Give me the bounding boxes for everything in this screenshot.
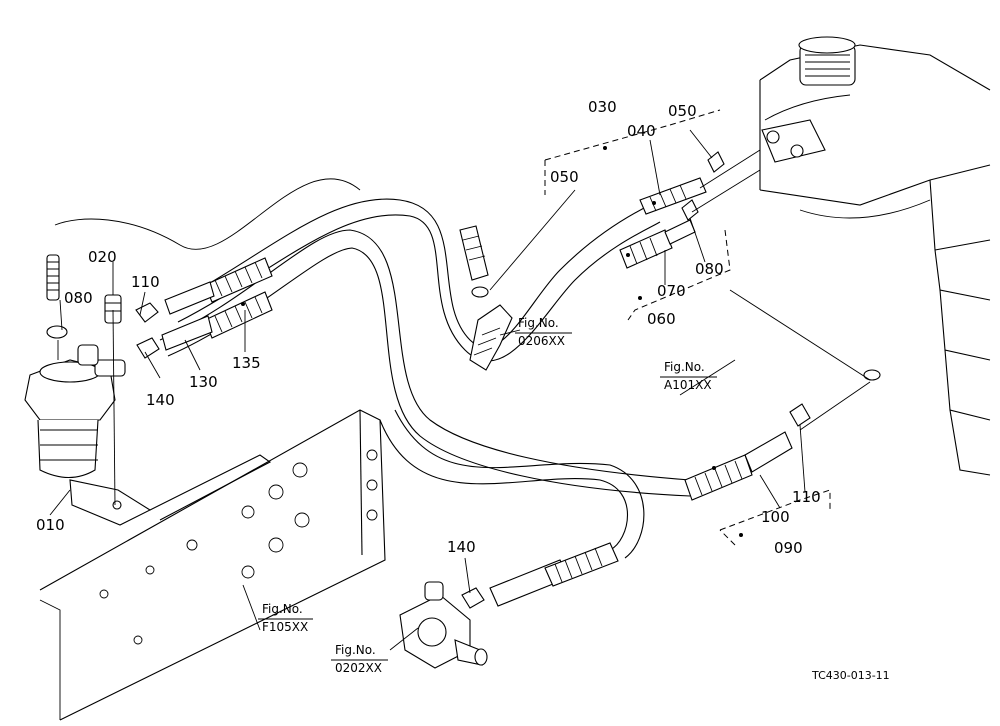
svg-text:F105XX: F105XX xyxy=(262,620,308,634)
callout-060: 060 xyxy=(647,310,676,328)
callout-135: 135 xyxy=(232,354,261,372)
fuel-hoses xyxy=(54,178,691,559)
callout-110-right: 110 xyxy=(792,488,821,506)
fuel-filter xyxy=(24,344,152,526)
callout-010: 010 xyxy=(36,516,65,534)
fig-ref-a101: Fig.No. A101XX xyxy=(660,360,717,392)
part-callouts: 010 020 030 040 050 050 060 070 080 080 … xyxy=(36,98,821,557)
svg-text:0206XX: 0206XX xyxy=(518,334,565,348)
callout-050-upper: 050 xyxy=(668,102,697,120)
svg-text:Fig.No.: Fig.No. xyxy=(262,602,303,616)
tractor-frame xyxy=(39,409,386,721)
leader-lines xyxy=(49,109,871,651)
callout-100: 100 xyxy=(761,508,790,526)
svg-text:0202XX: 0202XX xyxy=(335,661,382,675)
callout-090: 090 xyxy=(774,539,803,557)
svg-text:Fig.No.: Fig.No. xyxy=(518,316,559,330)
callout-040: 040 xyxy=(627,122,656,140)
callout-110-left: 110 xyxy=(131,273,160,291)
fig-ref-0206: Fig.No. 0206XX xyxy=(515,316,572,348)
callout-080-left: 080 xyxy=(64,289,93,307)
svg-text:Fig.No.: Fig.No. xyxy=(335,643,376,657)
callout-080-right: 080 xyxy=(695,260,724,278)
hose-fittings xyxy=(46,151,881,669)
fuel-tank xyxy=(759,36,991,476)
callout-070: 070 xyxy=(657,282,686,300)
callout-140-left: 140 xyxy=(146,391,175,409)
svg-text:A101XX: A101XX xyxy=(664,378,712,392)
figure-references: Fig.No. 0206XX Fig.No. A101XX Fig.No. F1… xyxy=(258,316,717,675)
callout-020: 020 xyxy=(88,248,117,266)
callout-030: 030 xyxy=(588,98,617,116)
drawing-code: TC430-013-11 xyxy=(811,669,890,682)
svg-text:Fig.No.: Fig.No. xyxy=(664,360,705,374)
fig-ref-0202: Fig.No. 0202XX xyxy=(331,643,388,675)
callout-050-left: 050 xyxy=(550,168,579,186)
fig-ref-f105: Fig.No. F105XX xyxy=(258,602,313,634)
callout-130: 130 xyxy=(189,373,218,391)
callout-140-bottom: 140 xyxy=(447,538,476,556)
